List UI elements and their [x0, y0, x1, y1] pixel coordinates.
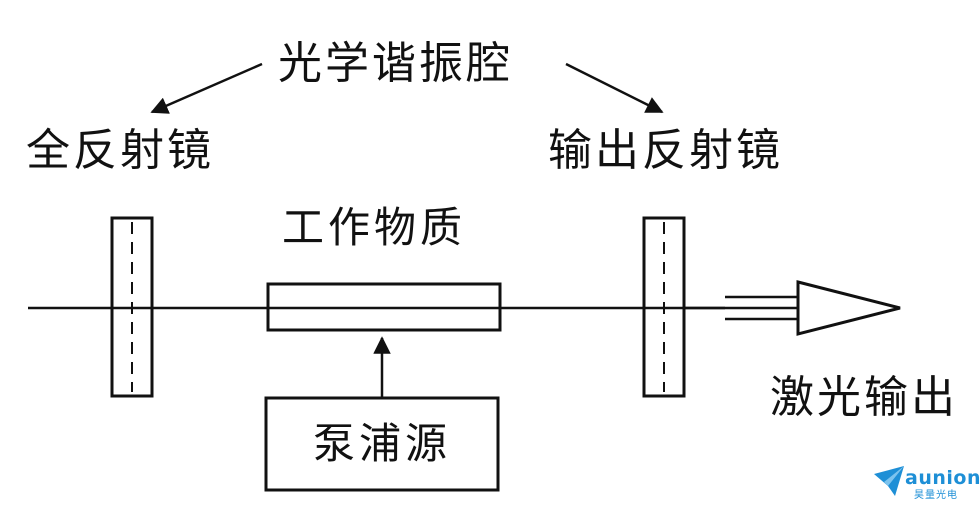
laser-output-arrow [684, 280, 901, 336]
output-mirror [642, 216, 686, 398]
full-mirror [110, 216, 154, 398]
aunion-logo: aunion 昊量光电 [874, 466, 980, 501]
cavity-arrow-left [150, 62, 263, 114]
gain-medium-label: 工作物质 [282, 203, 466, 252]
cavity-label: 光学谐振腔 [278, 38, 513, 89]
laser-output-label: 激光输出 [770, 372, 958, 423]
cavity-arrow-right [565, 62, 664, 114]
pump-source-label: 泵浦源 [313, 419, 451, 468]
output-mirror-label: 输出反射镜 [548, 125, 783, 176]
logo-subtitle: 昊量光电 [914, 488, 958, 501]
full-mirror-label: 全反射镜 [26, 125, 214, 176]
gain-medium [266, 282, 502, 332]
pump-source: 泵浦源 [264, 396, 500, 492]
logo-name: aunion [905, 467, 980, 489]
